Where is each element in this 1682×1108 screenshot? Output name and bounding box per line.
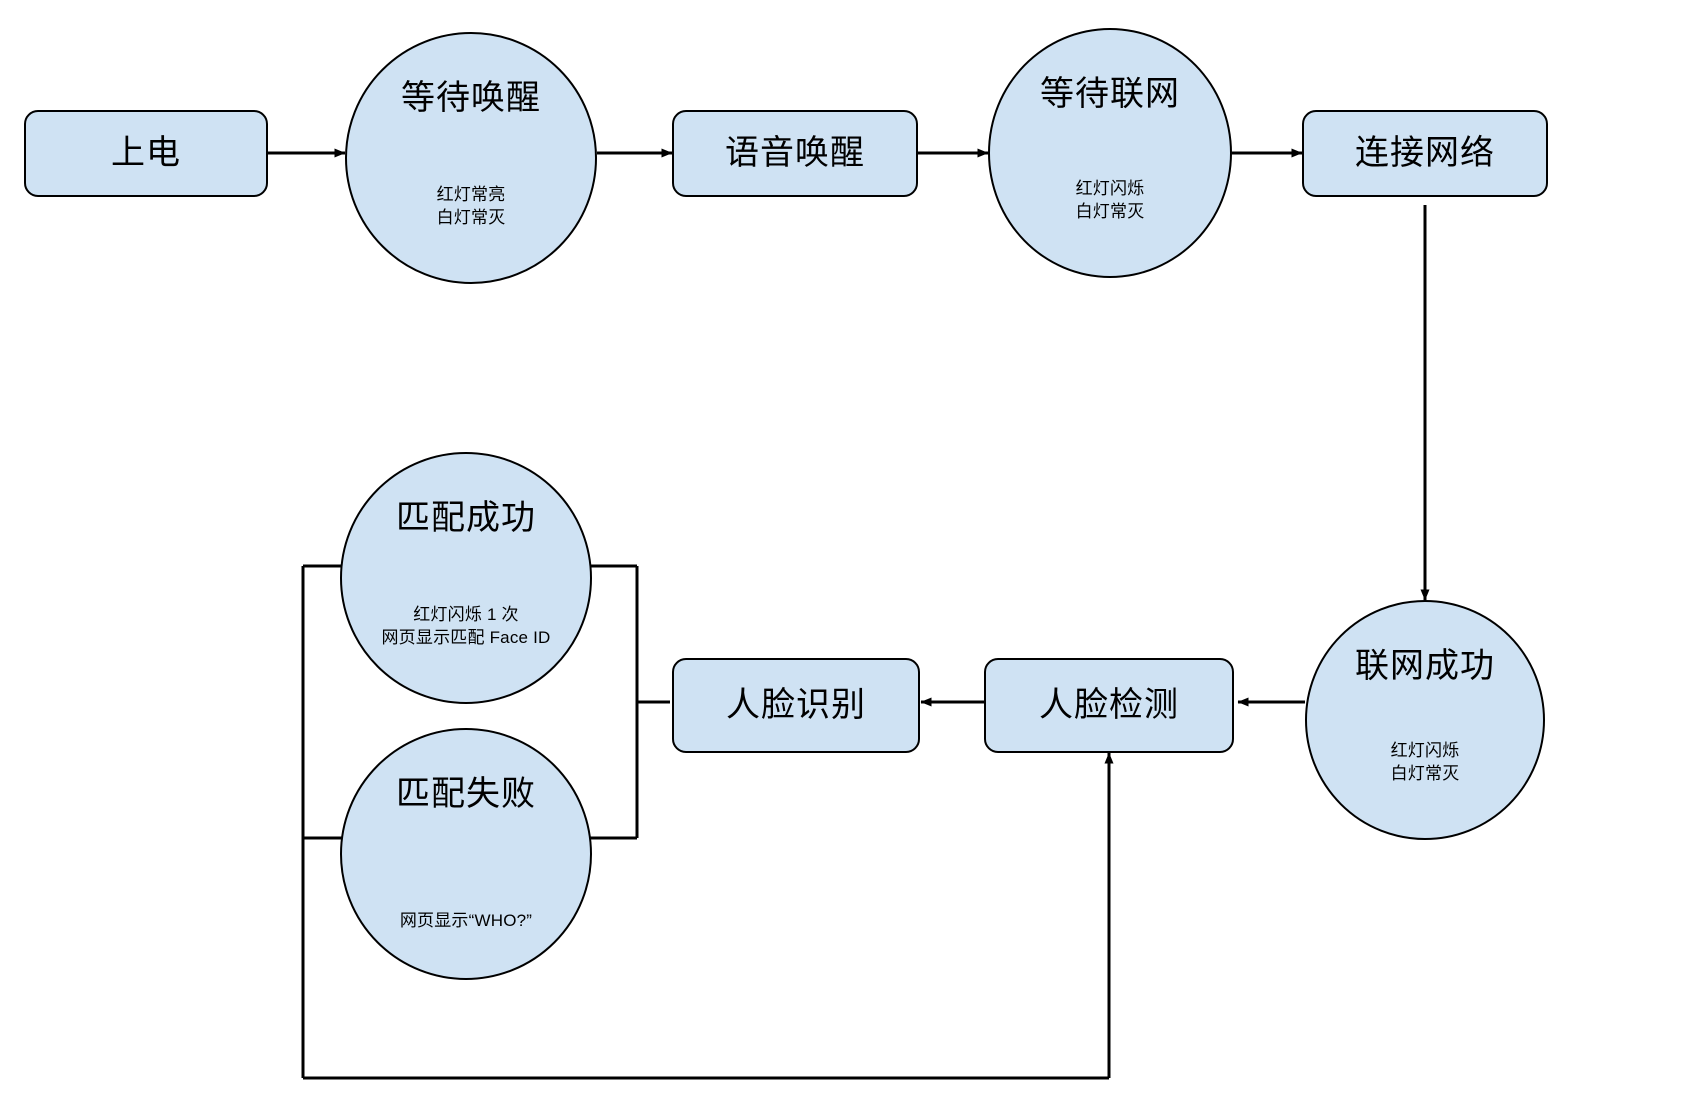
node-match-fail-label: 匹配失败: [396, 775, 536, 813]
node-await-wakeup-label: 等待唤醒: [401, 79, 541, 117]
node-network-success-sub: 红灯闪烁 白灯常灭: [1390, 741, 1460, 783]
node-await-wakeup-sub: 红灯常亮 白灯常灭: [436, 185, 506, 227]
node-match-success[interactable]: 匹配成功 红灯闪烁 1 次 网页显示匹配 Face ID: [340, 452, 592, 704]
node-match-fail[interactable]: 匹配失败 网页显示“WHO?”: [340, 728, 592, 980]
node-match-fail-sub: 网页显示“WHO?”: [399, 911, 533, 930]
node-await-network[interactable]: 等待联网 红灯闪烁 白灯常灭: [988, 28, 1232, 278]
node-match-success-sub: 红灯闪烁 1 次 网页显示匹配 Face ID: [381, 605, 551, 647]
node-face-detect-label: 人脸检测: [1039, 685, 1179, 724]
node-await-network-label: 等待联网: [1040, 75, 1180, 113]
node-await-wakeup[interactable]: 等待唤醒 红灯常亮 白灯常灭: [345, 32, 597, 284]
node-match-success-label: 匹配成功: [396, 499, 536, 537]
node-voice-wakeup[interactable]: 语音唤醒: [672, 110, 918, 197]
node-power-on-label: 上电: [111, 133, 181, 172]
node-power-on[interactable]: 上电: [24, 110, 268, 197]
node-connect-network[interactable]: 连接网络: [1302, 110, 1548, 197]
node-face-recognize-label: 人脸识别: [726, 685, 866, 724]
node-face-recognize[interactable]: 人脸识别: [672, 658, 920, 753]
node-await-network-sub: 红灯闪烁 白灯常灭: [1075, 179, 1145, 221]
node-network-success-label: 联网成功: [1355, 647, 1495, 685]
node-network-success[interactable]: 联网成功 红灯闪烁 白灯常灭: [1305, 600, 1545, 840]
node-voice-wakeup-label: 语音唤醒: [725, 133, 865, 172]
node-face-detect[interactable]: 人脸检测: [984, 658, 1234, 753]
node-connect-network-label: 连接网络: [1355, 133, 1495, 172]
